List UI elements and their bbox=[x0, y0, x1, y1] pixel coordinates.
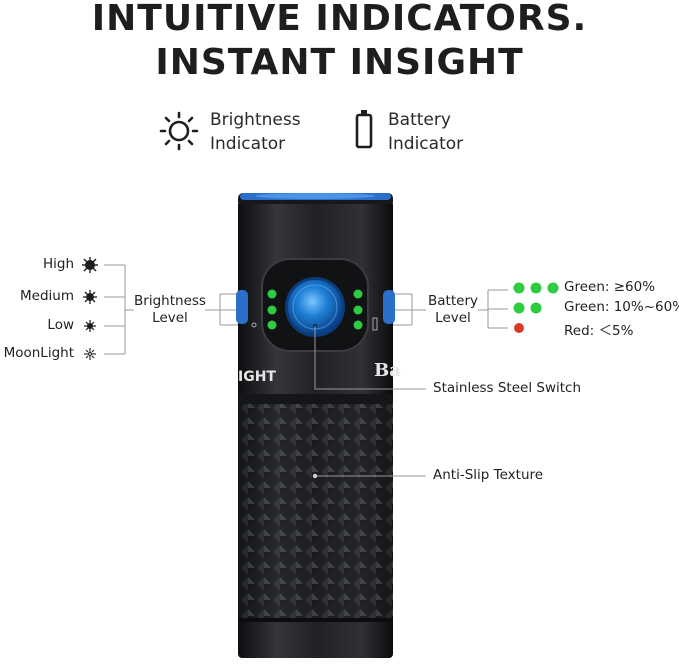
battery-high-label: Green: ≥60% bbox=[564, 279, 656, 295]
star-low-icon bbox=[84, 320, 96, 332]
page-title: INTUITIVE INDICATORS. bbox=[91, 0, 588, 39]
level-moonlight-label: MoonLight bbox=[3, 345, 74, 361]
level-medium-label: Medium bbox=[20, 288, 74, 304]
brightness-indicator-line2: Indicator bbox=[210, 134, 286, 154]
page-subtitle: INSTANT INSIGHT bbox=[155, 42, 524, 83]
brightness-indicator-label: Brightness Indicator bbox=[210, 108, 301, 156]
battery-level-group-label: Battery Level bbox=[426, 293, 480, 327]
dot-filled-icon bbox=[82, 257, 98, 273]
switch-callout: Stainless Steel Switch bbox=[433, 380, 582, 396]
battery-indicator-line2: Indicator bbox=[388, 134, 464, 154]
brand-text-left: IGHT bbox=[238, 369, 276, 385]
level-high-label: High bbox=[42, 256, 74, 272]
brightness-level-line2: Level bbox=[152, 310, 188, 326]
callout-lines bbox=[314, 326, 426, 477]
battery-mid-label: Green: 10%~60% bbox=[564, 299, 679, 315]
level-low-label: Low bbox=[47, 317, 74, 333]
brightness-indicator-line1: Brightness bbox=[210, 110, 301, 130]
battery-level-line1: Battery bbox=[428, 293, 478, 309]
battery-icon bbox=[355, 110, 373, 149]
battery-dots bbox=[513, 282, 559, 333]
star-medium-icon bbox=[83, 290, 97, 304]
brightness-level-line1: Brightness bbox=[134, 293, 206, 309]
battery-indicator-line1: Battery bbox=[388, 110, 451, 130]
star-moon-icon bbox=[84, 348, 96, 360]
battery-level-line2: Level bbox=[435, 310, 471, 326]
flashlight bbox=[236, 193, 395, 658]
texture-callout: Anti-Slip Texture bbox=[433, 467, 544, 483]
brand-text-right: Ba bbox=[374, 360, 401, 381]
brightness-level-group-label: Brightness Level bbox=[134, 293, 206, 327]
battery-indicator-label: Battery Indicator bbox=[388, 108, 463, 156]
battery-low-label: Red: ＜5% bbox=[564, 323, 634, 339]
sun-icon bbox=[159, 111, 199, 151]
